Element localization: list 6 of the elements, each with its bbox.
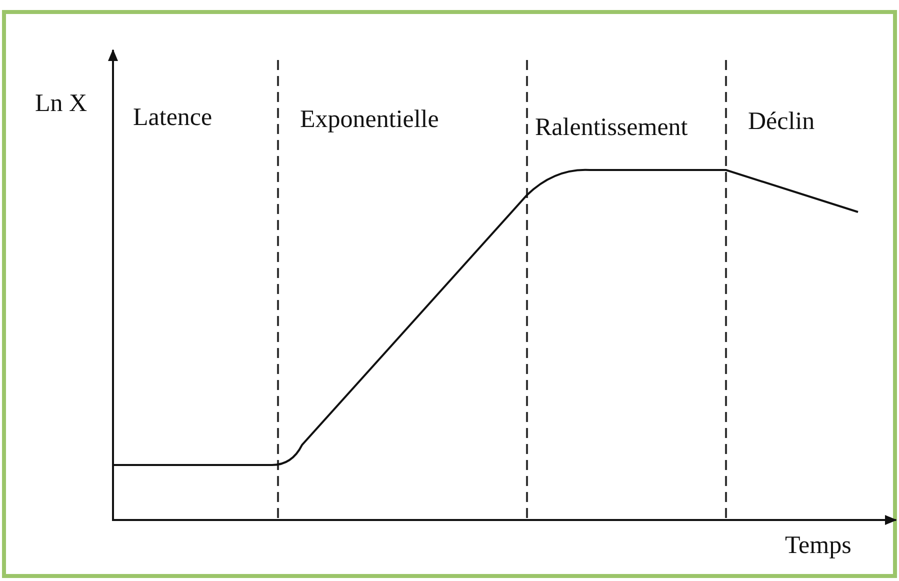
phase-label: Exponentielle [300, 106, 439, 134]
axis-label: Temps [785, 532, 852, 560]
phase-label: Déclin [748, 108, 815, 136]
phase-label: Latence [133, 104, 212, 132]
axis-label: Ln X [35, 90, 88, 118]
phase-label: Ralentissement [535, 114, 688, 142]
